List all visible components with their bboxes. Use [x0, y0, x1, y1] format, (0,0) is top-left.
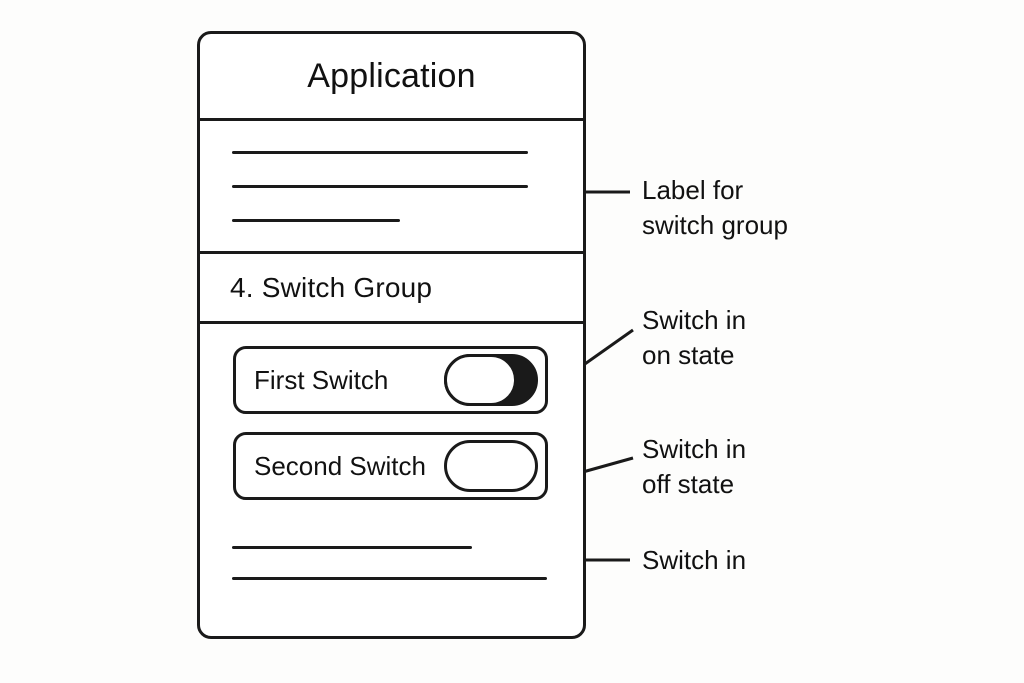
switch-label-first: First Switch [254, 364, 389, 395]
application-card: Application 4. Switch Group First Switch [197, 31, 586, 639]
switch-group-heading-label: 4. Switch Group [230, 271, 433, 303]
toggle-switch-on[interactable] [443, 353, 539, 407]
annotation-bottom: Switch in [642, 545, 747, 575]
placeholder-line-5 [232, 577, 547, 580]
placeholder-line-1 [232, 151, 528, 154]
switch-group-heading: 4. Switch Group [200, 254, 583, 324]
toggle-knob-on [444, 354, 517, 406]
annotation-on-state: Switch in on state [642, 305, 747, 370]
annotation-group-label: Label for switch group [642, 175, 788, 240]
placeholder-line-4 [232, 546, 472, 549]
annotation-off-state: Switch in off state [642, 434, 747, 499]
placeholder-line-3 [232, 219, 400, 222]
toggle-switch-off[interactable] [443, 439, 539, 493]
switch-row-first[interactable]: First Switch [233, 346, 548, 414]
content-lines-bottom [200, 518, 583, 580]
app-titlebar: Application [200, 34, 583, 121]
switch-row-second[interactable]: Second Switch [233, 432, 548, 500]
app-title: Application [307, 56, 476, 95]
content-lines-top [200, 121, 583, 254]
toggle-track-off [444, 440, 538, 492]
switch-label-second: Second Switch [254, 450, 426, 481]
placeholder-line-2 [232, 185, 528, 188]
switch-group: First Switch Second Switch [200, 324, 583, 580]
